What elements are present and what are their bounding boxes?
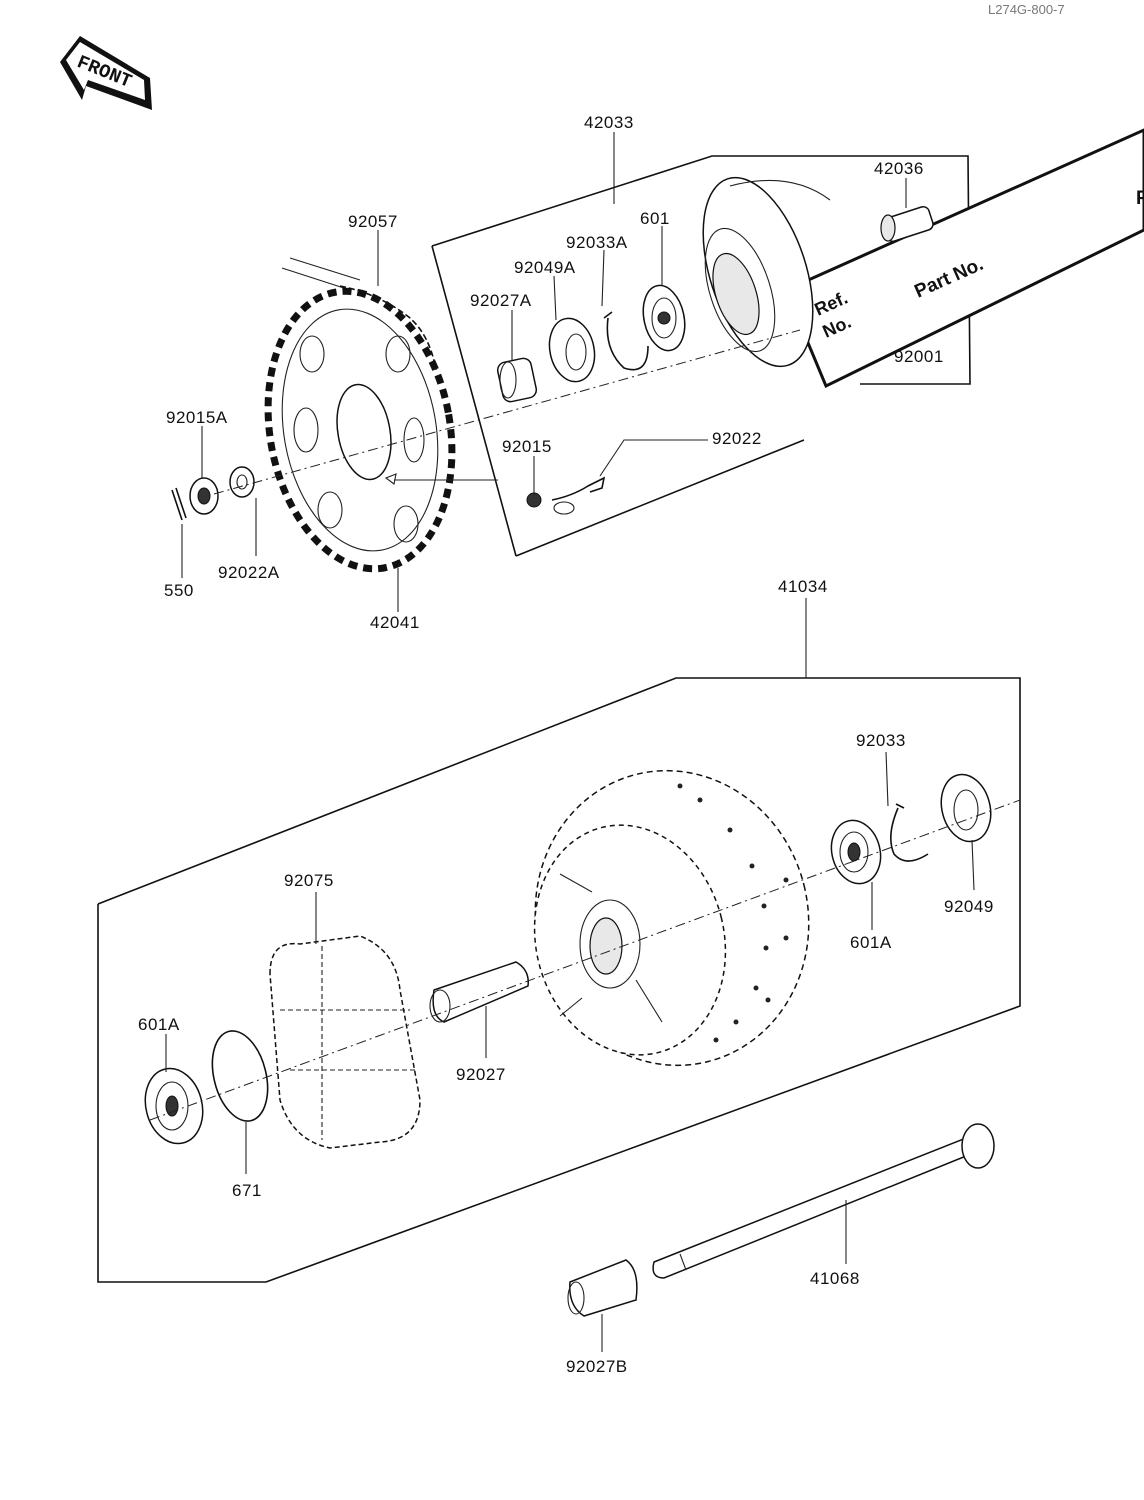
collar-42036 — [880, 205, 934, 243]
cotter-pin-550 — [171, 487, 187, 521]
circlip-92033A — [603, 311, 649, 371]
upper-leaders — [181, 132, 907, 612]
callout-92015: 92015 — [502, 437, 552, 456]
callout-550: 550 — [164, 581, 194, 600]
wheel-hub-41034 — [533, 769, 810, 1067]
callout-601: 601 — [640, 209, 670, 228]
callout-601A-left: 601A — [138, 1015, 180, 1034]
table-cut-letter: P — [1136, 188, 1144, 209]
seal-92049 — [940, 773, 992, 843]
bearing-601A-left — [144, 1067, 204, 1145]
callout-42041: 42041 — [370, 613, 420, 632]
callout-92075: 92075 — [284, 871, 334, 890]
washer-92022A — [229, 466, 255, 498]
callout-601A-right: 601A — [850, 933, 892, 952]
circlip-92033 — [890, 803, 929, 862]
lower-leaders — [165, 598, 975, 1352]
callout-92027: 92027 — [456, 1065, 506, 1084]
callout-92033: 92033 — [856, 731, 906, 750]
sprocket-coupling — [702, 176, 831, 368]
callout-92049A: 92049A — [514, 258, 576, 277]
callout-92049: 92049 — [944, 897, 994, 916]
drawing-number: L274G-800-7 — [988, 2, 1065, 17]
parts-table-banner: Ref. No. Part No. P — [784, 128, 1144, 389]
callout-41034: 41034 — [778, 577, 828, 596]
callout-92001: 92001 — [894, 347, 944, 366]
callout-42036: 42036 — [874, 159, 924, 178]
callout-41068: 41068 — [810, 1269, 860, 1288]
collar-92027A — [496, 357, 538, 403]
callout-92057: 92057 — [348, 212, 398, 231]
callout-92022: 92022 — [712, 429, 762, 448]
callout-92027A: 92027A — [470, 291, 532, 310]
lock-washer-92022 — [551, 476, 606, 501]
bearing-601A-right — [830, 819, 882, 885]
callout-42033: 42033 — [584, 113, 634, 132]
rear-sprocket-42041 — [264, 287, 456, 573]
collar-92027B — [567, 1259, 638, 1317]
lower-assembly-frame — [97, 677, 1021, 1283]
collar-92027 — [429, 961, 529, 1023]
seal-92049A — [548, 317, 596, 383]
callout-92027B: 92027B — [566, 1357, 628, 1376]
callout-92015A: 92015A — [166, 408, 228, 427]
bearing-601 — [642, 284, 686, 352]
front-arrow-badge: FRONT — [60, 36, 152, 110]
callout-92033A: 92033A — [566, 233, 628, 252]
nut-92015A — [189, 477, 219, 515]
callout-92022A: 92022A — [218, 563, 280, 582]
callout-671: 671 — [232, 1181, 262, 1200]
upper-assembly-frame — [431, 155, 971, 557]
axle-41068 — [652, 1123, 995, 1279]
o-ring-671 — [211, 1030, 269, 1122]
damper-92075 — [269, 935, 421, 1149]
